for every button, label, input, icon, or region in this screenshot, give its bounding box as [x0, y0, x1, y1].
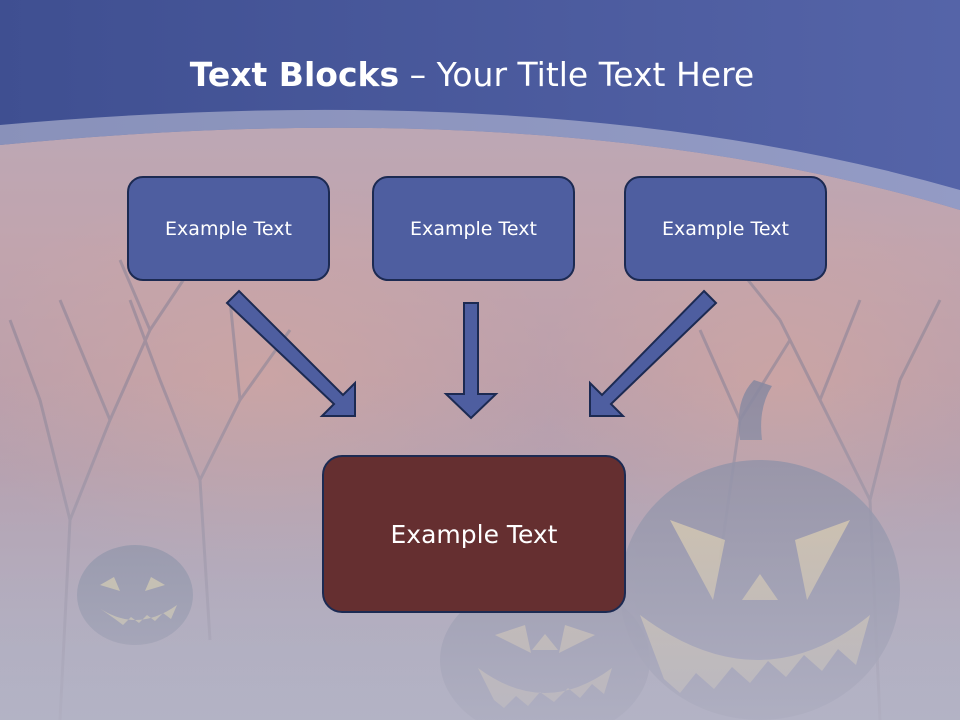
text-block-main-label: Example Text	[390, 519, 558, 549]
text-block-left[interactable]: Example Text	[127, 176, 330, 281]
text-block-center[interactable]: Example Text	[372, 176, 575, 281]
title-bold-part: Text Blocks	[189, 55, 400, 94]
text-block-center-label: Example Text	[410, 217, 537, 240]
slide-title: Text Blocks – Your Title Text Here	[0, 52, 944, 98]
text-block-main[interactable]: Example Text	[322, 455, 626, 613]
text-block-left-label: Example Text	[165, 217, 292, 240]
title-rest: Your Title Text Here	[436, 55, 755, 94]
title-dash: –	[399, 55, 437, 94]
header-band	[0, 0, 960, 210]
header-curve-highlight	[0, 109, 960, 210]
text-block-right[interactable]: Example Text	[624, 176, 827, 281]
text-block-right-label: Example Text	[662, 217, 789, 240]
